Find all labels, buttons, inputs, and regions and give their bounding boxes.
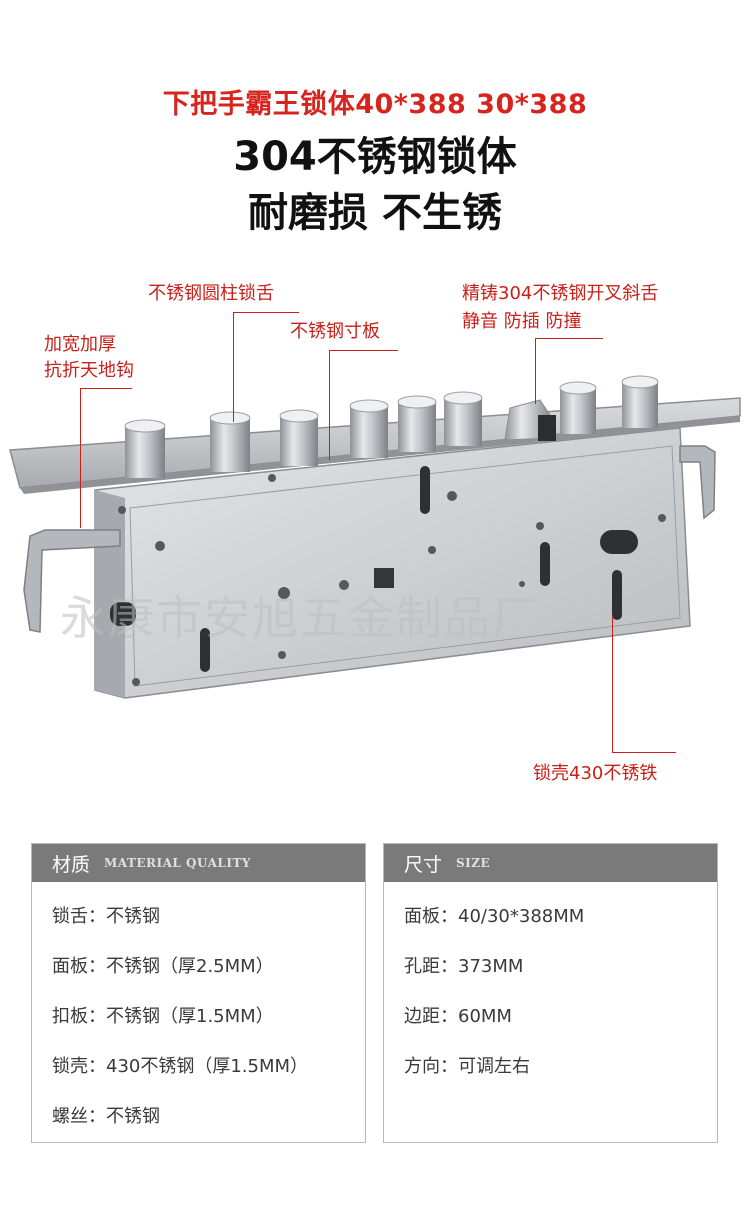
- spec-row: 方向：可调左右: [404, 1056, 530, 1077]
- leader-line: [233, 312, 234, 422]
- leader-line: [535, 338, 603, 339]
- leader-line: [233, 312, 299, 313]
- size-panel: 尺寸 SIZE 面板：40/30*388MM 孔距：373MM 边距：60MM …: [383, 843, 718, 1143]
- size-panel-header: 尺寸 SIZE: [384, 844, 717, 882]
- watermark: 永康市安旭五金制品厂: [60, 591, 540, 645]
- leader-line: [329, 350, 398, 351]
- title-line-2: 耐磨损 不生锈: [248, 190, 502, 236]
- callout-latch-line-2: 静音 防插 防撞: [462, 311, 582, 332]
- material-title: 材质: [52, 853, 91, 876]
- spec-row: 螺丝：不锈钢: [52, 1106, 160, 1127]
- leader-line: [80, 388, 132, 389]
- size-title: 尺寸: [404, 853, 443, 876]
- subtitle: 下把手霸王锁体40*388 30*388: [162, 89, 588, 120]
- leader-line: [329, 350, 330, 460]
- size-title-en: SIZE: [456, 856, 491, 870]
- spec-row: 扣板：不锈钢（厚1.5MM）: [52, 1006, 274, 1027]
- material-panel-header: 材质 MATERIAL QUALITY: [32, 844, 365, 882]
- title-line-1: 304不锈钢锁体: [233, 134, 517, 180]
- material-panel: 材质 MATERIAL QUALITY 锁舌：不锈钢 面板：不锈钢（厚2.5MM…: [31, 843, 366, 1143]
- spec-row: 面板：40/30*388MM: [404, 906, 585, 927]
- material-title-en: MATERIAL QUALITY: [104, 856, 251, 870]
- leader-line: [80, 388, 81, 528]
- callout-steel-plate: 不锈钢寸板: [290, 321, 380, 342]
- spec-row: 锁舌：不锈钢: [52, 906, 160, 927]
- callout-latch-line-1: 精铸304不锈钢开叉斜舌: [462, 283, 659, 304]
- spec-row: 锁壳：430不锈钢（厚1.5MM）: [52, 1056, 309, 1077]
- callout-shell: 锁壳430不锈铁: [533, 763, 658, 784]
- spec-row: 边距：60MM: [404, 1006, 512, 1027]
- lock-body-image: [9, 375, 741, 699]
- callout-hook-line-2: 抗折天地钩: [44, 360, 134, 381]
- callout-cylinder-bolt: 不锈钢圆柱锁舌: [148, 283, 274, 304]
- leader-line: [612, 615, 613, 753]
- leader-line: [612, 752, 676, 753]
- callout-hook-line-1: 加宽加厚: [44, 334, 116, 355]
- spec-row: 孔距：373MM: [404, 956, 524, 977]
- spec-row: 面板：不锈钢（厚2.5MM）: [52, 956, 274, 977]
- leader-line: [535, 338, 536, 404]
